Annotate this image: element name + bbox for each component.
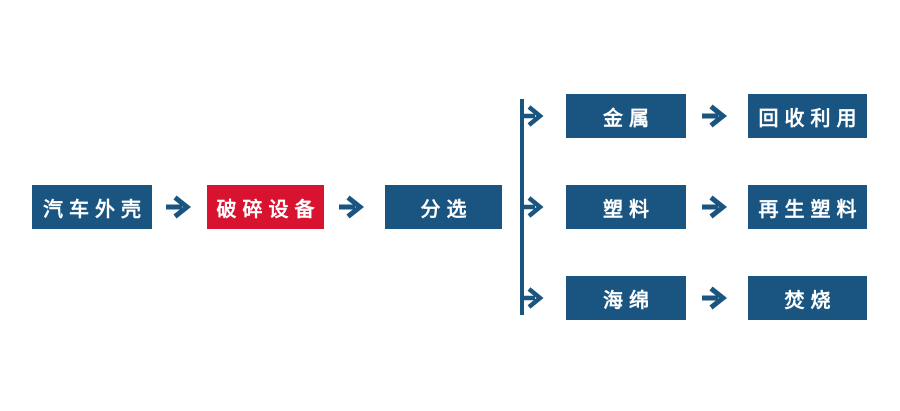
node-plastic: 塑料	[566, 185, 686, 229]
node-sorting-label: 分选	[420, 198, 473, 221]
arrow-right-icon	[165, 195, 193, 219]
node-crusher: 破碎设备	[207, 185, 324, 229]
node-recycled-plastic-label: 再生塑料	[758, 198, 863, 221]
node-car-shell: 汽车外壳	[32, 185, 152, 229]
node-plastic-label: 塑料	[603, 198, 655, 221]
node-incineration: 焚烧	[748, 276, 867, 320]
arrow-right-icon	[701, 195, 729, 219]
node-metal-label: 金属	[603, 107, 655, 130]
branch-arrow-icon	[522, 196, 548, 218]
arrow-right-icon	[338, 195, 366, 219]
node-incineration-label: 焚烧	[784, 289, 837, 312]
node-sorting: 分选	[385, 185, 502, 229]
branch-arrow-icon	[522, 287, 548, 309]
node-sponge: 海绵	[566, 276, 686, 320]
branch-arrow-icon	[522, 105, 548, 127]
arrow-right-icon	[701, 286, 729, 310]
node-recycle: 回收利用	[748, 94, 867, 138]
node-car-shell-label: 汽车外壳	[43, 198, 147, 221]
node-sponge-label: 海绵	[603, 289, 655, 312]
node-recycled-plastic: 再生塑料	[748, 185, 867, 229]
node-metal: 金属	[566, 94, 686, 138]
arrow-right-icon	[701, 104, 729, 128]
node-crusher-label: 破碎设备	[216, 198, 321, 221]
node-recycle-label: 回收利用	[758, 107, 863, 130]
